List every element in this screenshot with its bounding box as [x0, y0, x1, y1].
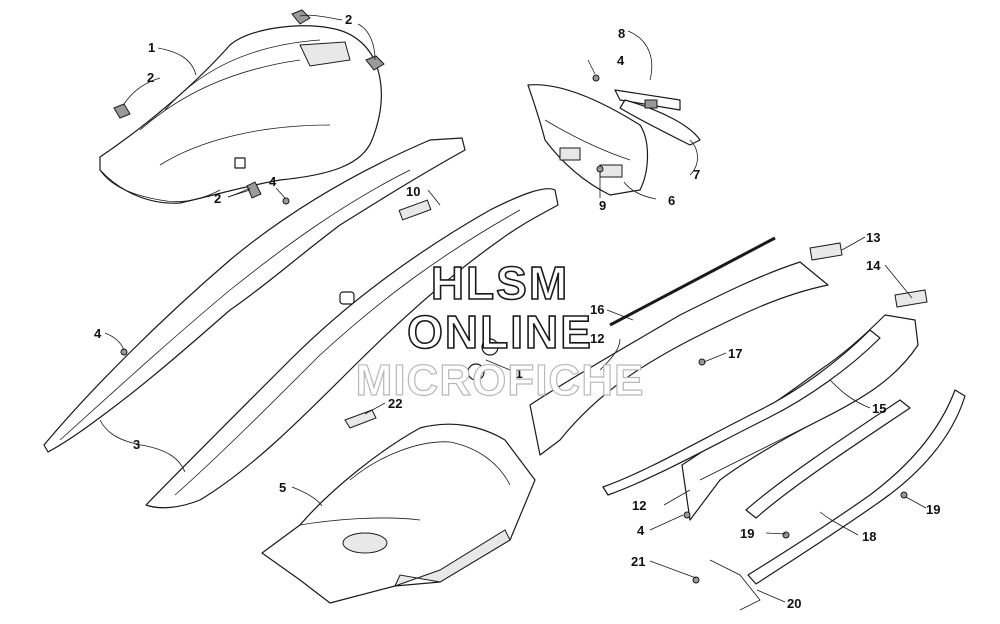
callout-4: 4: [269, 174, 277, 189]
callout-3: 3: [133, 437, 140, 452]
callout-14: 14: [866, 258, 881, 273]
storage-tub-part: [261, 423, 536, 604]
seat-cover-part: [99, 25, 382, 204]
rear-bracket-part: [527, 84, 701, 196]
callout-21: 21: [631, 554, 645, 569]
callout-labels: 1 2 2 2 3 4 4 4 4 5 6 7 8 9 10 11 12 12 …: [94, 12, 940, 611]
callout-18: 18: [862, 529, 876, 544]
rear-frame-parts: [529, 236, 966, 585]
callout-2: 2: [147, 70, 154, 85]
small-parts: [344, 338, 499, 429]
callout-8: 8: [618, 26, 625, 41]
callout-4: 4: [637, 523, 645, 538]
callout-4: 4: [94, 326, 102, 341]
callout-5: 5: [279, 480, 286, 495]
callout-10: 10: [406, 184, 420, 199]
callout-6: 6: [668, 193, 675, 208]
side-panel-parts: [43, 137, 559, 509]
callout-11: 11: [509, 366, 523, 381]
callout-2: 2: [345, 12, 352, 27]
callout-12: 12: [632, 498, 646, 513]
callout-9: 9: [599, 198, 606, 213]
callout-19: 19: [740, 526, 754, 541]
clip-parts: [113, 9, 385, 199]
callout-2: 2: [214, 191, 221, 206]
callout-19: 19: [926, 502, 940, 517]
leader-lines: [99, 14, 927, 603]
callout-20: 20: [787, 596, 801, 611]
callout-17: 17: [728, 346, 742, 361]
fastener-parts: [120, 74, 908, 611]
callout-4: 4: [617, 53, 625, 68]
callout-1: 1: [148, 40, 155, 55]
callout-12: 12: [590, 331, 604, 346]
callout-13: 13: [866, 230, 880, 245]
callout-15: 15: [872, 401, 886, 416]
callout-16: 16: [590, 302, 604, 317]
callout-22: 22: [388, 396, 402, 411]
callout-7: 7: [693, 167, 700, 182]
